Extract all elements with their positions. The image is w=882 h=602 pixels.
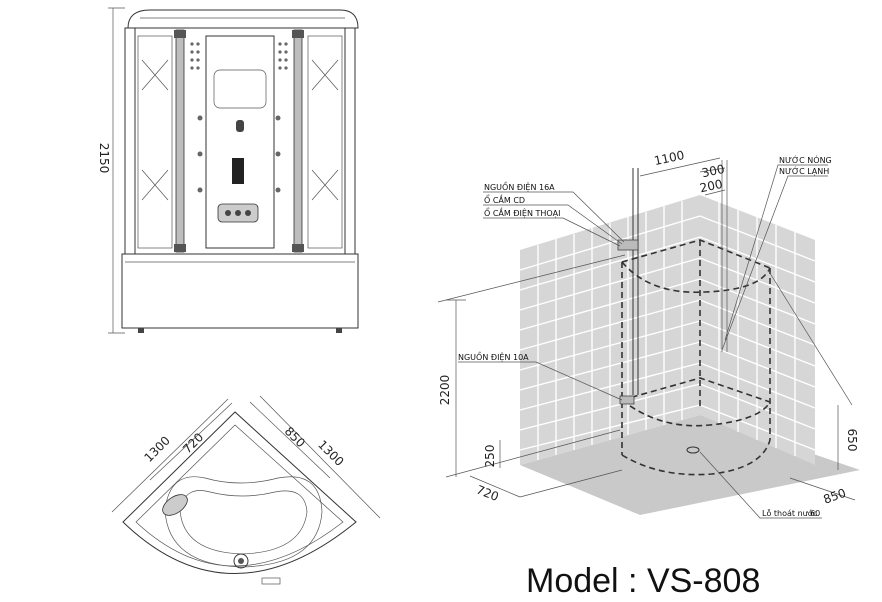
- top-view: 1300 720 850 1300: [111, 395, 381, 585]
- iso-dim-1100: 1100: [653, 148, 686, 168]
- iso-dim-720: 720: [474, 483, 500, 505]
- iso-dim-200: 200: [699, 177, 724, 195]
- label-phone-socket: Ổ CẮM ĐIỆN THOẠI: [484, 206, 561, 219]
- front-height-label: 2150: [97, 143, 111, 174]
- iso-dim-650: 650: [845, 429, 859, 452]
- top-dim-right-inner: 850: [282, 424, 308, 450]
- iso-dim-250: 250: [483, 445, 497, 468]
- top-dim-left-outer: 1300: [141, 433, 172, 464]
- label-drain: Lỗ thoát nước: [762, 508, 817, 518]
- top-dim-right-outer: 1300: [315, 437, 346, 468]
- label-hot-water: NƯỚC NÓNG: [779, 154, 832, 165]
- model-label: Model : VS-808: [526, 562, 760, 600]
- label-cold-water: NƯỚC LẠNH: [779, 165, 829, 177]
- iso-dim-850: 850: [821, 486, 847, 507]
- label-power-10a: NGUỒN ĐIỆN 10A: [458, 350, 529, 363]
- front-view: 2150: [97, 7, 359, 334]
- top-dim-left-inner: 720: [180, 430, 206, 456]
- iso-view: 1100 300 200 2200 250 650 720 850 NGUỒN …: [437, 148, 860, 519]
- label-drain-size: 60: [810, 509, 820, 518]
- label-power-16a: NGUỒN ĐIỆN 16A: [484, 180, 555, 193]
- iso-dim-2200: 2200: [438, 375, 452, 406]
- iso-dim-300: 300: [701, 162, 726, 180]
- label-cd-socket: Ổ CẮM CD: [484, 193, 525, 205]
